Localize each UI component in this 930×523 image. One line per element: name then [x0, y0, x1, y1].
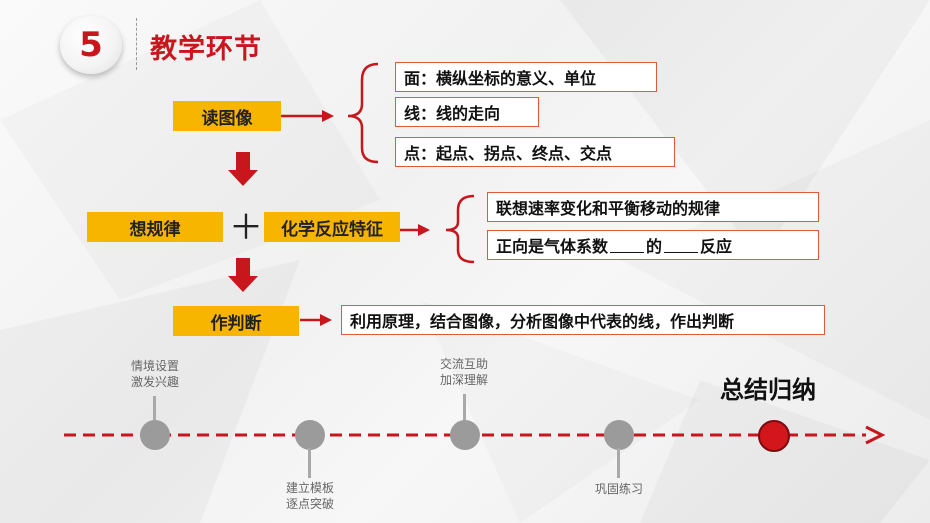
read-item-surface: 面：横纵坐标的意义、单位 [395, 62, 657, 92]
read-item-point: 点：起点、拐点、终点、交点 [395, 137, 675, 167]
stage2-line2: 逐点突破 [285, 497, 334, 511]
step-think-box: 想规律 [87, 212, 223, 242]
stage3-line2: 加深理解 [439, 373, 488, 387]
timeline-stage3-dot[interactable] [450, 420, 480, 450]
rule-gas-mid: 的 [646, 237, 663, 256]
arrow-read-head [322, 110, 334, 122]
blank-2 [664, 238, 699, 253]
rule-gas-prefix: 正向是气体系数 [496, 237, 609, 256]
timeline-stage1-stem [153, 396, 156, 422]
down-arrow-1-shaft [236, 152, 250, 170]
timeline-stage5-label: 总结归纳 [720, 376, 816, 404]
timeline-stage2-stem [308, 448, 311, 478]
timeline-stage4-dot[interactable] [604, 420, 634, 450]
brace-rules [445, 194, 475, 264]
timeline-arrowhead [865, 425, 886, 445]
rule-gas-suffix: 反应 [700, 237, 733, 256]
timeline-stage1-label: 情境设置 激发兴趣 [115, 358, 195, 390]
timeline-stage5-dot-active[interactable] [758, 420, 790, 452]
timeline-stage3-label: 交流互助 加深理解 [424, 356, 504, 388]
arrow-judge-head [320, 314, 332, 326]
timeline-stage4-label: 巩固练习 [594, 482, 643, 496]
page-title: 教学环节 [150, 34, 262, 65]
judge-description: 利用原理，结合图像，分析图像中代表的线，作出判断 [341, 305, 825, 335]
down-arrow-2-shaft [236, 258, 250, 276]
timeline-stage2-dot[interactable] [295, 420, 325, 450]
header-divider [136, 18, 137, 70]
arrow-reaction-head [418, 224, 430, 236]
stage3-line1: 交流互助 [439, 357, 488, 371]
rule-item-rate: 联想速率变化和平衡移动的规律 [487, 192, 819, 222]
step-reaction-box: 化学反应特征 [264, 212, 400, 242]
timeline-stage3-stem [463, 394, 466, 422]
stage2-line1: 建立模板 [285, 481, 334, 495]
timeline-stage4-stem [617, 448, 620, 478]
down-arrow-1-head [228, 170, 258, 186]
down-arrow-2-head [228, 276, 258, 292]
rule-item-gas-coefficient: 正向是气体系数 的 反应 [487, 230, 819, 260]
plus-sign: ＋ [229, 208, 263, 248]
stage1-line2: 激发兴趣 [130, 375, 179, 389]
brace-read [347, 62, 379, 164]
blank-1 [610, 238, 645, 253]
timeline-stage2-label: 建立模板 逐点突破 [270, 480, 350, 512]
step-judge-box: 作判断 [173, 306, 299, 336]
read-item-line: 线：线的走向 [395, 97, 539, 127]
section-number-badge: 5 [60, 16, 122, 74]
step-read-box: 读图像 [173, 101, 281, 131]
stage1-line1: 情境设置 [130, 359, 179, 373]
timeline-stage1-dot[interactable] [140, 420, 170, 450]
